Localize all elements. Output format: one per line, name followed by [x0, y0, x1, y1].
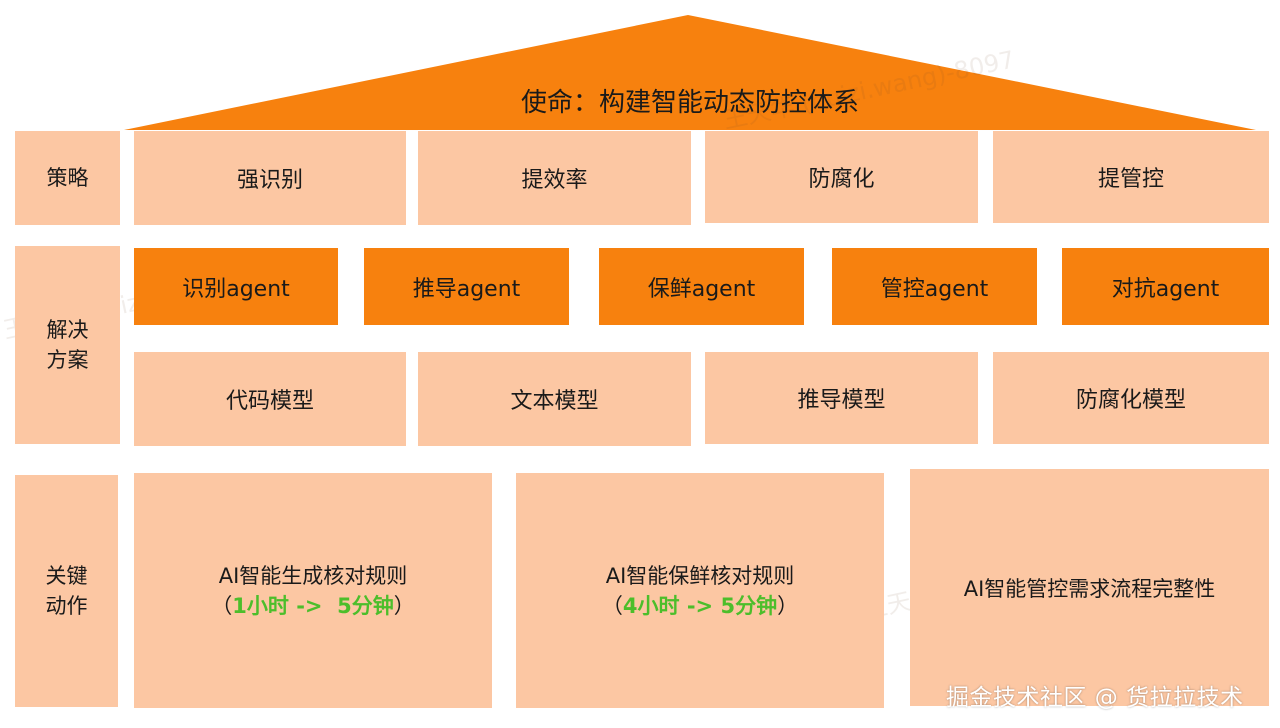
- action-metric: （4小时 -> 5分钟）: [602, 591, 798, 621]
- time-improvement: 4小时 -> 5分钟: [622, 593, 778, 618]
- paren-close: ）: [393, 593, 415, 618]
- agent-box: 推导agent: [364, 248, 569, 325]
- roof-triangle: [124, 15, 1256, 130]
- action-box: AI智能保鲜核对规则 （4小时 -> 5分钟）: [516, 473, 884, 708]
- model-box: 推导模型: [705, 352, 978, 444]
- model-box: 代码模型: [134, 352, 406, 446]
- strategy-item: 防腐化: [705, 131, 978, 223]
- row-label-solution: 解决 方案: [15, 246, 120, 444]
- mission-title: 使命：构建智能动态防控体系: [520, 87, 859, 118]
- agent-box: 保鲜agent: [599, 248, 804, 325]
- paren-open: （: [601, 593, 623, 618]
- row-label-actions: 关键 动作: [15, 475, 118, 707]
- action-box: AI智能管控需求流程完整性: [910, 469, 1269, 706]
- strategy-item: 提效率: [418, 131, 691, 225]
- action-metric: （1小时 -> 5分钟）: [211, 591, 414, 621]
- action-text: AI智能管控需求流程完整性: [963, 576, 1216, 601]
- source-watermark: 掘金技术社区 @ 货拉拉技术: [946, 685, 1244, 711]
- agent-box: 识别agent: [134, 248, 338, 325]
- agent-box: 管控agent: [832, 248, 1037, 325]
- paren-open: （: [211, 593, 233, 618]
- action-text: AI智能生成核对规则: [218, 563, 408, 588]
- strategy-item: 强识别: [134, 131, 406, 225]
- row-label-line: 解决: [46, 318, 89, 342]
- time-improvement: 1小时 -> 5分钟: [232, 593, 394, 618]
- agent-box: 对抗agent: [1062, 248, 1269, 325]
- strategy-item: 提管控: [993, 131, 1269, 223]
- row-label-line: 策略: [46, 166, 89, 190]
- paren-close: ）: [777, 593, 799, 618]
- row-label-line: 关键: [45, 564, 88, 588]
- row-label-line: 动作: [45, 594, 88, 618]
- model-box: 防腐化模型: [993, 352, 1269, 444]
- row-label-line: 方案: [46, 348, 89, 372]
- action-box: AI智能生成核对规则 （1小时 -> 5分钟）: [134, 473, 492, 708]
- action-text: AI智能保鲜核对规则: [605, 563, 795, 588]
- row-label-strategy: 策略: [15, 131, 120, 225]
- model-box: 文本模型: [418, 352, 691, 446]
